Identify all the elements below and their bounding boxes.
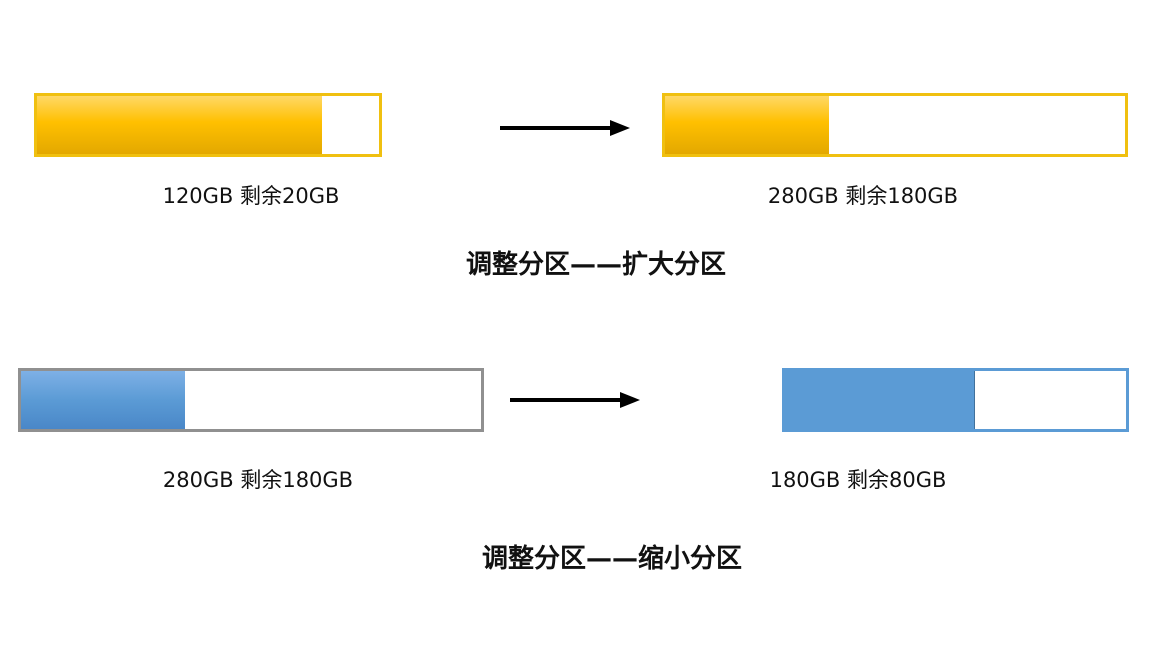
shrink-before-bar xyxy=(18,368,484,432)
expand-after-used-fill xyxy=(665,96,830,154)
shrink-before-used-fill xyxy=(21,371,186,429)
shrink-arrow-icon xyxy=(510,392,640,408)
shrink-after-bar xyxy=(782,368,1129,432)
shrink-after-used-fill xyxy=(785,371,976,429)
expand-before-caption: 120GB 剩余20GB xyxy=(162,184,340,208)
expand-before-bar xyxy=(34,93,382,157)
expand-before-used-fill xyxy=(37,96,322,154)
shrink-before-caption: 280GB 剩余180GB xyxy=(162,468,354,492)
shrink-after-caption: 180GB 剩余80GB xyxy=(769,468,947,492)
expand-after-caption: 280GB 剩余180GB xyxy=(767,184,959,208)
shrink-heading: 调整分区——缩小分区 xyxy=(481,544,742,574)
expand-arrow-icon xyxy=(500,120,630,136)
expand-after-bar xyxy=(662,93,1128,157)
expand-heading: 调整分区——扩大分区 xyxy=(465,250,726,280)
